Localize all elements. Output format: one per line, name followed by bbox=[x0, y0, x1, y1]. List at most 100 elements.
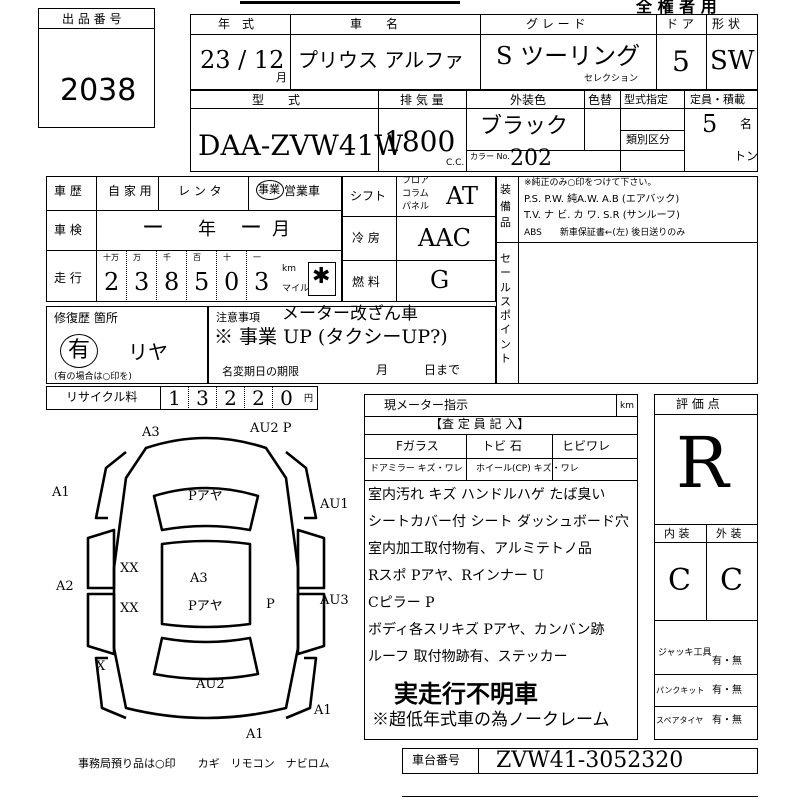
shift-option-floor: フロア bbox=[402, 176, 430, 186]
row1-box bbox=[190, 14, 758, 90]
interior-value: C bbox=[668, 563, 691, 598]
exterior-value: C bbox=[720, 563, 743, 598]
mileage-digit: 5 bbox=[194, 268, 210, 296]
car-name-label: 車 名 bbox=[350, 17, 399, 31]
equipment-line2: T.V. ナ ビ. カ ワ. S.R (サンルーフ) bbox=[524, 210, 680, 221]
mark-left-a1: A1 bbox=[51, 485, 70, 500]
chassis-box bbox=[402, 748, 758, 774]
repair-circle bbox=[60, 334, 98, 368]
shift-label: シフト bbox=[350, 189, 387, 203]
lot-box bbox=[38, 8, 155, 128]
meter-label: 現メーター指示 bbox=[384, 398, 469, 412]
notes-box bbox=[208, 306, 496, 384]
recycle-digit: 2 bbox=[244, 386, 272, 410]
year-label: 年 式 bbox=[218, 17, 255, 31]
repair-box bbox=[46, 306, 208, 384]
f-glass-label: Fガラス bbox=[396, 439, 439, 453]
row2-box bbox=[190, 90, 758, 172]
fuel-value: G bbox=[430, 266, 450, 294]
capacity-unit: 名 bbox=[740, 117, 753, 131]
grade-score: R bbox=[676, 422, 729, 504]
grade-label: 評 価 点 bbox=[676, 397, 720, 411]
mileage-digit-unit: 十万 bbox=[103, 253, 119, 262]
mile-mark: ✱ bbox=[312, 264, 331, 289]
notes-label: 注意事項 bbox=[216, 311, 260, 324]
comment-line: 室内加工取付物有、アルミテトノ品 bbox=[368, 541, 592, 557]
color-no-label: カラー No. bbox=[470, 152, 510, 161]
left-front-wheel bbox=[94, 450, 127, 520]
history-option-commercial: 営業車 bbox=[284, 184, 321, 198]
jack-options: 有・無 bbox=[712, 656, 742, 667]
type-designation-label: 型式指定 bbox=[624, 93, 668, 106]
mark-left-door-x1: XX bbox=[120, 561, 139, 576]
inspector-label: 【査 定 員 記 入】 bbox=[430, 417, 530, 431]
name-change-day: 日まで bbox=[424, 363, 461, 377]
left-front-door bbox=[86, 528, 116, 590]
doors-value: 5 bbox=[672, 45, 690, 78]
recycle-unit: 円 bbox=[304, 394, 314, 404]
grade-sub: セレクション bbox=[584, 74, 639, 84]
ac-label: 冷 房 bbox=[352, 231, 380, 245]
mileage-digit: 0 bbox=[224, 268, 240, 296]
diagram-marks: A3 AU2 P A1 AU1 A2 XX XX P AU3 A3 Pアヤ Pア… bbox=[51, 421, 349, 742]
mileage-digit-unit: 十 bbox=[223, 253, 231, 262]
car-name-value: プリウス アルファ bbox=[298, 48, 465, 72]
shift-option-column: コラム bbox=[402, 189, 429, 199]
left-rear-wheel bbox=[94, 656, 127, 720]
mark-roof-payah: Pアヤ bbox=[188, 599, 223, 614]
repair-value: 有 bbox=[68, 338, 91, 363]
comment-line: ルーフ 取付物跡有、ステッカー bbox=[368, 649, 568, 665]
inspection-last-note: ※超低年式車の為ノークレーム bbox=[372, 710, 610, 730]
recycle-digit: 3 bbox=[188, 386, 216, 410]
shift-value: AT bbox=[446, 182, 479, 210]
sales-point-label: セールスポイント bbox=[500, 252, 511, 366]
exterior-color-label: 外装色 bbox=[510, 93, 547, 107]
mark-left-door-x2: XX bbox=[120, 601, 139, 616]
exterior-label: 外 装 bbox=[716, 527, 742, 540]
wheel-label: ホイール(CP) キズ・ワレ bbox=[476, 464, 579, 474]
chassis-value: ZVW41-3052320 bbox=[496, 748, 684, 773]
puncture-options: 有・無 bbox=[712, 685, 742, 696]
inspection-box bbox=[364, 394, 638, 740]
grade-box bbox=[654, 394, 758, 740]
right-front-door bbox=[296, 528, 326, 590]
month-unit: 月 bbox=[276, 71, 287, 84]
doors-label: ド ア bbox=[666, 17, 694, 31]
km-label: km bbox=[282, 264, 296, 274]
model-value: DAA-ZVW41W bbox=[198, 129, 404, 162]
repair-label: 修復歴 箇所 bbox=[54, 311, 118, 325]
lot-label: 出 品 番 号 bbox=[62, 12, 122, 26]
mark-rear-a1b: A1 bbox=[245, 727, 264, 742]
puncture-label: パンクキット bbox=[656, 686, 705, 695]
inspection-month-unit: 月 bbox=[272, 219, 290, 240]
history-box bbox=[46, 176, 342, 302]
history-label: 車 歴 bbox=[54, 184, 82, 198]
recycle-label: リサイクル料 bbox=[66, 390, 138, 404]
comment-line: ボディ各スリキズ Pアヤ、カンバン跡 bbox=[368, 622, 605, 638]
history-option-private: 自 家 用 bbox=[108, 184, 152, 198]
notes-line2: ※ 事業 UP (タクシーUP?) bbox=[214, 326, 448, 348]
inspection-label: 車 検 bbox=[54, 223, 82, 237]
interior-label: 内 装 bbox=[664, 527, 690, 540]
history-business-circle bbox=[256, 180, 284, 200]
displacement-label: 排 気 量 bbox=[400, 93, 444, 107]
shift-box bbox=[342, 176, 496, 302]
displacement-value: 1800 bbox=[384, 125, 456, 158]
mile-box bbox=[308, 262, 336, 296]
mark-front-au2: AU2 P bbox=[249, 421, 292, 436]
name-change-month: 月 bbox=[376, 363, 389, 377]
shape-value: SW bbox=[710, 46, 755, 76]
mark-right-door-p: P bbox=[266, 597, 275, 612]
mark-left-a2: A2 bbox=[55, 579, 74, 594]
mileage-digit-unit: 千 bbox=[163, 253, 171, 262]
mileage-label: 走 行 bbox=[54, 271, 82, 285]
rear-window bbox=[152, 636, 260, 681]
header-title: 全 権 者 用 bbox=[636, 0, 717, 16]
inspection-year-unit: 年 bbox=[198, 219, 216, 240]
capacity-label: 定員・積載 bbox=[690, 93, 745, 106]
